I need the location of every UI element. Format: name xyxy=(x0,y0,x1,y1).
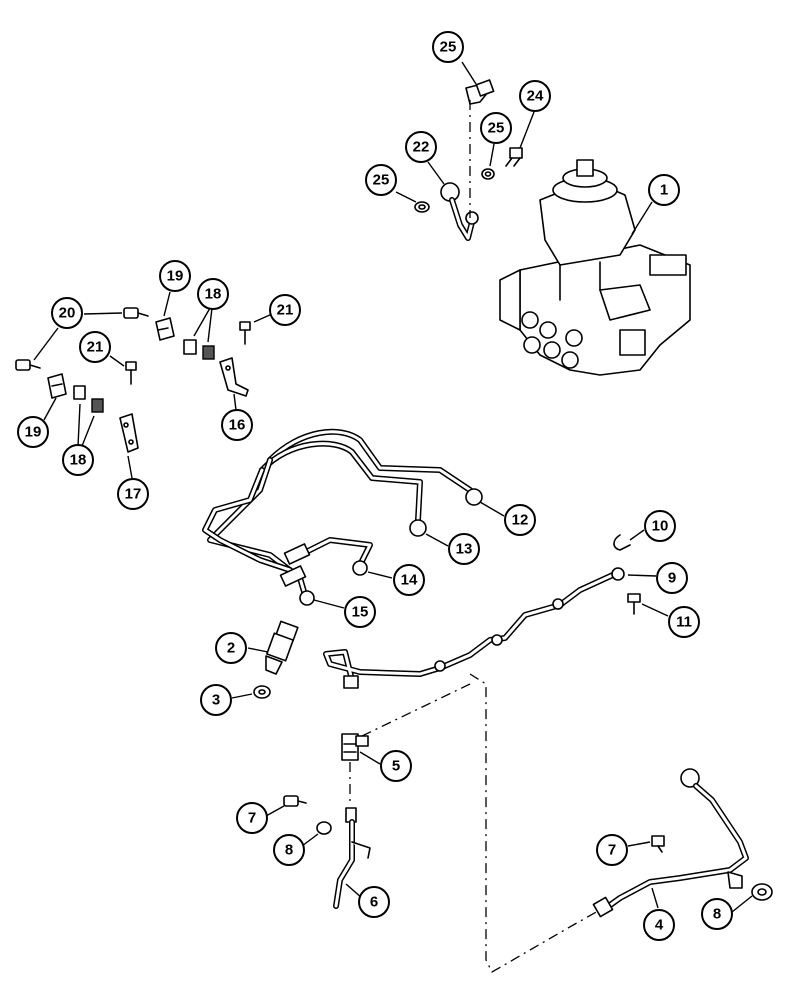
callout-22: 22 xyxy=(405,131,437,163)
callout-18-upper: 18 xyxy=(197,278,229,310)
centerline-lower xyxy=(469,673,601,973)
callout-1: 1 xyxy=(648,174,680,206)
callout-18-upper-label: 18 xyxy=(205,286,222,303)
callout-8-left-label: 8 xyxy=(285,842,293,859)
rail-bolt xyxy=(627,593,641,615)
callout-7-left-label: 7 xyxy=(248,810,256,827)
bracket-16 xyxy=(219,357,249,397)
callout-9-label: 9 xyxy=(668,570,676,587)
callout-23: 25 xyxy=(432,31,464,63)
screw-20-b xyxy=(15,359,41,371)
elbow-fitting xyxy=(465,79,495,105)
callout-24-label: 24 xyxy=(527,88,544,105)
callout-20-label: 20 xyxy=(59,305,76,322)
grommets-upper xyxy=(183,339,215,360)
callout-25-lower: 25 xyxy=(365,164,397,196)
callout-16-label: 16 xyxy=(229,417,246,434)
callout-6: 6 xyxy=(358,886,390,918)
callout-21-upper-label: 21 xyxy=(277,302,294,319)
callout-18-lower-label: 18 xyxy=(70,452,87,469)
fuel-supply-line xyxy=(592,768,749,918)
callout-3: 3 xyxy=(200,684,232,716)
screw-upper xyxy=(239,321,251,345)
callout-25-upper: 25 xyxy=(480,112,512,144)
callout-12: 12 xyxy=(504,504,536,536)
callout-8-left: 8 xyxy=(273,834,305,866)
callout-17-label: 17 xyxy=(125,486,142,503)
callout-22-label: 22 xyxy=(413,139,430,156)
callout-19-upper: 19 xyxy=(159,260,191,292)
callout-7-right: 7 xyxy=(596,834,628,866)
centerline-tee xyxy=(361,683,471,737)
banjo-bolt xyxy=(505,147,523,167)
callout-11: 11 xyxy=(668,606,700,638)
injector-lines-assembly xyxy=(202,428,483,606)
grommets-lower xyxy=(73,385,104,413)
nut-left xyxy=(316,821,332,835)
retaining-clip xyxy=(613,534,631,551)
callout-8-right-label: 8 xyxy=(713,906,721,923)
callout-13: 13 xyxy=(448,533,480,565)
callout-10: 10 xyxy=(644,510,676,542)
washer-upper xyxy=(481,168,495,180)
callout-19-lower-label: 19 xyxy=(25,424,42,441)
leader-lines xyxy=(33,61,753,913)
callout-11-label: 11 xyxy=(676,614,692,631)
pipe-clip-upper xyxy=(155,317,175,341)
callout-21-lower-label: 21 xyxy=(87,339,104,356)
callout-3-label: 3 xyxy=(212,692,220,709)
injection-pump xyxy=(499,159,691,376)
washer-lower xyxy=(414,201,430,213)
callout-7-right-label: 7 xyxy=(608,842,616,859)
callout-19-lower: 19 xyxy=(17,416,49,448)
callout-18-lower: 18 xyxy=(62,444,94,476)
callout-2: 2 xyxy=(215,632,247,664)
screw-20-a xyxy=(123,307,149,319)
nut-right xyxy=(751,883,773,901)
callout-21-lower: 21 xyxy=(79,331,111,363)
injector-nozzle xyxy=(265,620,299,675)
callout-4: 4 xyxy=(643,909,675,941)
callout-14: 14 xyxy=(393,564,425,596)
callout-2-label: 2 xyxy=(227,640,235,657)
callout-10-label: 10 xyxy=(652,518,669,535)
callout-15-label: 15 xyxy=(352,604,369,621)
callout-21-upper: 21 xyxy=(269,294,301,326)
callout-8-right: 8 xyxy=(701,898,733,930)
callout-9: 9 xyxy=(656,562,688,594)
callout-12-label: 12 xyxy=(512,512,529,529)
callout-15: 15 xyxy=(344,596,376,628)
callout-25-upper-label: 25 xyxy=(488,120,505,137)
injector-washer xyxy=(253,685,271,699)
callout-5-label: 5 xyxy=(392,758,400,775)
callout-16: 16 xyxy=(221,409,253,441)
pipe-clip-lower xyxy=(47,373,67,399)
callout-25-lower-label: 25 xyxy=(373,172,390,189)
callout-1-label: 1 xyxy=(660,182,668,199)
callout-5: 5 xyxy=(380,750,412,782)
callout-17: 17 xyxy=(117,478,149,510)
tee-fitting xyxy=(341,733,369,761)
bolt-left xyxy=(283,795,307,807)
bolt-right xyxy=(651,835,665,853)
callout-23-label: 25 xyxy=(440,39,457,56)
return-line xyxy=(333,807,371,909)
callout-7-left: 7 xyxy=(236,802,268,834)
callout-13-label: 13 xyxy=(456,541,473,558)
callout-6-label: 6 xyxy=(370,894,378,911)
leak-off-rail xyxy=(323,567,625,689)
callout-24: 24 xyxy=(519,80,551,112)
callout-19-upper-label: 19 xyxy=(167,268,184,285)
leak-off-line xyxy=(440,182,479,241)
callout-20: 20 xyxy=(51,297,83,329)
bracket-17 xyxy=(119,413,139,453)
callout-4-label: 4 xyxy=(655,917,664,934)
callout-14-label: 14 xyxy=(401,572,418,589)
screw-lower xyxy=(125,361,137,385)
